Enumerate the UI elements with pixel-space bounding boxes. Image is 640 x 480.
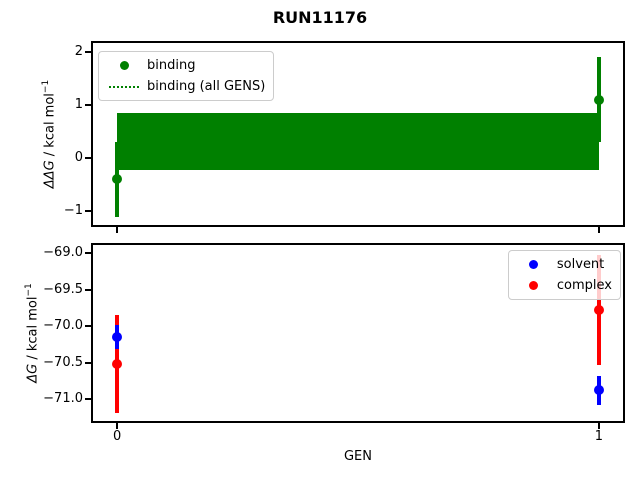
binding-all-gens-dotted-line-icon — [109, 85, 139, 88]
y-tick — [85, 398, 91, 401]
binding-dot-icon — [119, 61, 129, 70]
y-tick-label: 2 — [74, 44, 83, 60]
legend-handle — [107, 61, 141, 70]
marker-complex — [593, 304, 604, 315]
legend-label-solvent: solvent — [556, 257, 605, 272]
legend-handle — [107, 85, 141, 88]
y-tick — [85, 210, 91, 213]
legend-handle — [517, 260, 551, 269]
marker-binding — [112, 174, 123, 185]
marker-solvent — [112, 332, 123, 343]
figure-title: RUN11176 — [272, 8, 368, 27]
y-tick-label: −69.5 — [43, 281, 83, 297]
legend-label-binding-all-gens: binding (all GENS) — [147, 79, 266, 94]
y-tick — [85, 157, 91, 160]
y-tick-label: −70.5 — [43, 354, 83, 370]
legend-label-binding: binding — [147, 58, 196, 73]
y-tick-label: −1 — [63, 203, 83, 219]
x-tick — [597, 227, 600, 233]
complex-dot-icon — [529, 281, 539, 290]
x-tick-label: 0 — [112, 429, 122, 444]
x-tick — [597, 423, 600, 429]
y-tick-label: 0 — [74, 150, 83, 166]
solvent-dot-icon — [529, 260, 539, 269]
binding-legend: binding binding (all GENS) — [98, 51, 275, 101]
y-tick-label: −71.0 — [43, 391, 83, 407]
y-tick — [85, 361, 91, 364]
legend-handle — [517, 281, 551, 290]
solvent-complex-legend: solvent complex — [507, 250, 621, 300]
legend-item-solvent: solvent — [517, 254, 612, 275]
legend-item-binding: binding — [107, 55, 265, 76]
binding-axes: binding binding (all GENS) 2 1 0 −1 — [64, 41, 625, 233]
marker-binding — [593, 94, 604, 105]
x-axis-label: GEN — [343, 449, 372, 464]
marker-solvent — [593, 385, 604, 396]
legend-item-complex: complex — [517, 275, 612, 296]
ax2-ylabel-sup: −1 — [24, 283, 34, 297]
ax2-ylabel: ΔG / kcal mol−1 — [20, 223, 40, 443]
x-tick — [116, 227, 119, 233]
y-tick-label: −70.0 — [43, 318, 83, 334]
marker-complex — [112, 359, 123, 370]
y-tick-label: −69.0 — [43, 245, 83, 261]
legend-label-complex: complex — [556, 278, 612, 293]
legend-item-binding-all-gens: binding (all GENS) — [107, 76, 265, 97]
band-binding-all-gens — [117, 112, 599, 171]
x-tick — [116, 423, 119, 429]
y-tick — [85, 252, 91, 255]
ax1-ylabel-sup: −1 — [41, 79, 51, 94]
y-tick — [85, 288, 91, 291]
y-tick — [85, 325, 91, 328]
y-tick — [85, 104, 91, 107]
free-energy-axes: solvent complex −69.0 −69.5 −70.0 −70.5 −71.… — [43, 243, 625, 444]
y-tick-label: 1 — [74, 97, 83, 113]
y-tick — [85, 51, 91, 54]
x-tick-label: 1 — [594, 429, 604, 444]
